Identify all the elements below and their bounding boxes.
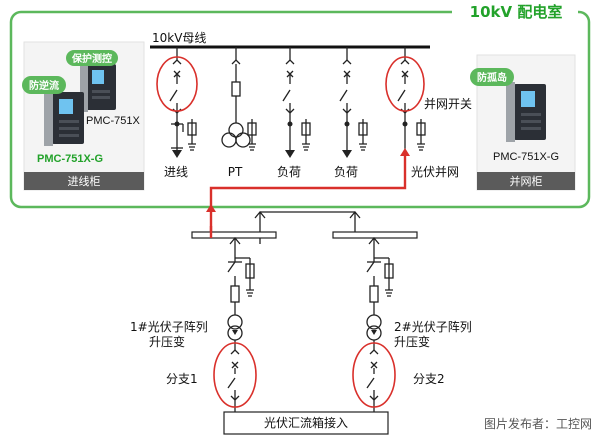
- watermark-text: 图片发布者：工控网: [484, 416, 592, 431]
- collector-bus-right: [332, 231, 418, 239]
- model-pmc-751x-g-left: PMC-751X-G: [37, 153, 103, 165]
- busbar-label: 10kV母线: [152, 31, 206, 45]
- distribution-room-frame: [9, 10, 591, 209]
- label-branch-1: 分支1: [166, 372, 198, 386]
- label-load-1: 负荷: [277, 165, 301, 179]
- room-title-background: [452, 2, 578, 22]
- ring-branch-1: [213, 342, 257, 408]
- device-pmc-751x: [80, 62, 116, 112]
- branch-1-chain: [227, 246, 255, 412]
- device-pmc-751x-g-left: [44, 90, 84, 146]
- label-combiner: 光伏汇流箱接入: [264, 415, 348, 430]
- label-array-2-transformer: 升压变: [394, 334, 430, 349]
- label-array-1-transformer: 升压变: [149, 334, 185, 349]
- pv-path-arrow-top: [400, 148, 410, 156]
- label-incoming: 进线: [164, 165, 188, 179]
- device-pmc-751x-g-right: [506, 82, 546, 142]
- ring-incoming-switch: [156, 56, 198, 112]
- feeder-load-1: [282, 47, 311, 158]
- label-pt: PT: [228, 165, 243, 179]
- caption-bar-right: [477, 172, 575, 190]
- ring-grid-tie-switch: [385, 56, 425, 112]
- badge-anti-island: 防孤岛: [477, 71, 507, 84]
- label-pv-grid: 光伏并网: [411, 165, 459, 179]
- branch-2-chain: [366, 246, 394, 412]
- ring-branch-2: [352, 342, 396, 408]
- label-tie-switch: 并网开关: [424, 97, 472, 111]
- badge-anti-reverse: 防逆流: [29, 79, 59, 92]
- feeder-pt: [221, 47, 257, 151]
- pv-combiner-box: [223, 411, 389, 435]
- model-pmc-751x: PMC-751X: [86, 115, 140, 127]
- pv-power-path: [209, 150, 407, 232]
- badge-anti-reverse-bg: [22, 76, 66, 94]
- feeder-load-2: [339, 47, 368, 158]
- badge-anti-island-bg: [470, 68, 514, 86]
- caption-bar-left: [24, 172, 144, 190]
- pv-path-arrow-mid: [206, 204, 216, 212]
- label-branch-2: 分支2: [413, 372, 445, 386]
- badge-protect: 保护测控: [71, 52, 112, 65]
- room-title: 10kV 配电室: [470, 3, 563, 21]
- model-pmc-751x-g-right: PMC-751X-G: [493, 151, 559, 163]
- label-array-1: 1#光伏子阵列: [130, 320, 208, 334]
- label-array-2: 2#光伏子阵列: [394, 320, 472, 334]
- collector-bus-left: [191, 231, 277, 239]
- badge-protect-bg: [66, 50, 118, 66]
- label-load-2: 负荷: [334, 165, 358, 179]
- caption-incoming-cabinet: 进线柜: [68, 174, 101, 188]
- caption-grid-cabinet: 并网柜: [510, 174, 543, 188]
